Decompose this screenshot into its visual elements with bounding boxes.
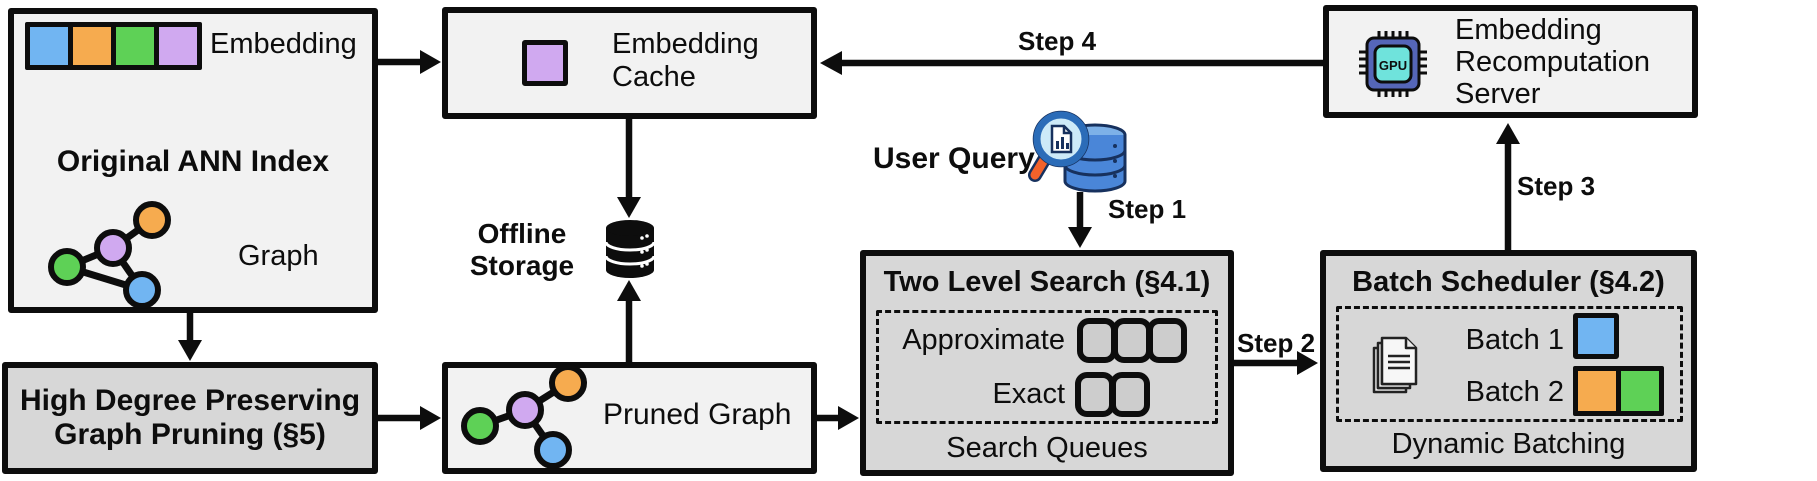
embedding-cell-blue [30, 27, 68, 65]
embedding-cache-label: Embedding Cache [612, 28, 759, 93]
pruned-graph-label: Pruned Graph [603, 398, 792, 431]
dynamic-batching-dashed-region [1336, 306, 1683, 422]
batch2-label: Batch 2 [1465, 376, 1564, 408]
queue-slot [1077, 318, 1117, 363]
graph-pruning-title: High Degree Preserving Graph Pruning (§5… [19, 384, 361, 451]
recomputation-server-label: Embedding Recomputation Server [1455, 14, 1651, 110]
search-queues-dashed-region [876, 310, 1218, 424]
graph-pruning-box: High Degree Preserving Graph Pruning (§5… [2, 362, 378, 474]
documents-icon [1372, 336, 1418, 394]
step3-label: Step 3 [1517, 171, 1596, 201]
embedding-cell-green [111, 27, 154, 65]
batch1-label: Batch 1 [1465, 324, 1564, 356]
search-queues-footer: Search Queues [946, 432, 1148, 464]
queue-slot [1112, 318, 1152, 363]
step2-label: Step 2 [1237, 328, 1316, 358]
gpu-icon: GPU [1359, 31, 1427, 97]
queue-slot [1147, 318, 1187, 363]
embedding-cell-orange [68, 27, 111, 65]
embedding-cache-box: Embedding Cache [442, 7, 817, 119]
embedding-label: Embedding [210, 28, 357, 60]
approximate-queue-slots [1077, 318, 1187, 363]
embedding-vector-icon [25, 22, 202, 70]
batch2-square-green [1616, 371, 1659, 411]
batch2-squares [1573, 366, 1664, 416]
queue-slot [1110, 372, 1150, 417]
offline-storage-database-icon [604, 220, 656, 278]
magnifier-handle [1030, 155, 1049, 180]
queue-slot [1075, 372, 1115, 417]
arrow-ann-to-cache [376, 50, 441, 74]
arrow-pruned-to-storage [617, 280, 641, 364]
gpu-chip-text: GPU [1379, 58, 1407, 73]
graph-icon [48, 201, 171, 309]
original-ann-index-box: Embedding Original ANN Index Graph [8, 8, 378, 313]
ann-index-title: Original ANN Index [56, 145, 330, 178]
two-level-search-title: Two Level Search (§4.1) [883, 266, 1211, 298]
exact-queue-slots [1075, 372, 1150, 417]
offline-storage-label: Offline Storage [469, 218, 575, 281]
arrow-cache-to-storage [617, 117, 641, 218]
pruned-graph-box: Pruned Graph [442, 362, 817, 474]
user-query-label: User Query [873, 142, 1035, 175]
pruned-graph-icon [461, 364, 587, 469]
user-query-icon [1028, 110, 1127, 193]
approximate-queue-label: Approximate [902, 324, 1065, 356]
step1-label: Step 1 [1108, 194, 1187, 224]
batch1-square-blue [1573, 313, 1619, 359]
arrow-ann-to-pruning [178, 311, 202, 361]
dynamic-batching-footer: Dynamic Batching [1391, 428, 1626, 460]
recomputation-server-box: GPU Embedding Recomputation Server [1323, 5, 1698, 118]
exact-queue-label: Exact [992, 378, 1065, 410]
batch-scheduler-box: Batch Scheduler (§4.2) Batch 1 Batch 2 D… [1320, 250, 1697, 472]
graph-label: Graph [238, 240, 319, 272]
batch2-square-orange [1578, 371, 1616, 411]
embedding-cell-purple [154, 27, 197, 65]
cached-embedding-square [522, 40, 568, 86]
two-level-search-box: Two Level Search (§4.1) Approximate Exac… [860, 250, 1234, 476]
arrow-pruning-to-pruned [376, 406, 441, 430]
batch-scheduler-title: Batch Scheduler (§4.2) [1352, 266, 1665, 298]
arrow-pruned-to-search [815, 406, 859, 430]
step4-label: Step 4 [1018, 26, 1097, 56]
